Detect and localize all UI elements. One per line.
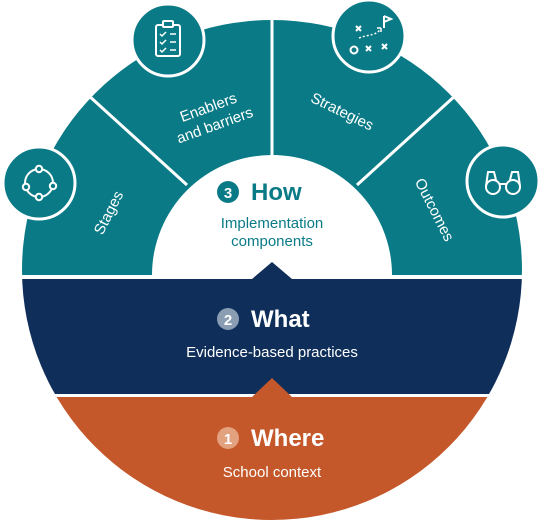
what-band	[22, 279, 522, 394]
strategy-playbook-icon	[331, 0, 407, 74]
where-band	[22, 397, 522, 520]
what-heading: 2 What	[217, 306, 310, 333]
where-title: Where	[251, 425, 324, 452]
binoculars-icon	[465, 143, 541, 219]
where-heading: 1 Where	[217, 425, 324, 452]
how-heading: 3 How	[217, 179, 302, 206]
how-subtitle-line2: components	[231, 233, 313, 250]
what-number: 2	[224, 312, 232, 329]
how-number: 3	[224, 185, 232, 202]
how-subtitle-line1: Implementation	[221, 215, 324, 232]
clipboard-checklist-icon	[130, 2, 206, 78]
where-number: 1	[224, 431, 232, 448]
what-title: What	[251, 306, 310, 333]
where-subtitle: School context	[223, 464, 322, 481]
cycle-icon	[1, 145, 77, 221]
what-number-badge	[217, 308, 239, 330]
where-number-badge	[217, 427, 239, 449]
how-inner-circle	[152, 155, 392, 275]
how-title: How	[251, 179, 302, 206]
what-subtitle: Evidence-based practices	[186, 344, 358, 361]
where-to-what-notch	[252, 378, 292, 397]
how-number-badge	[217, 181, 239, 203]
segment-dividers	[86, 15, 458, 187]
what-to-how-notch	[252, 262, 292, 279]
